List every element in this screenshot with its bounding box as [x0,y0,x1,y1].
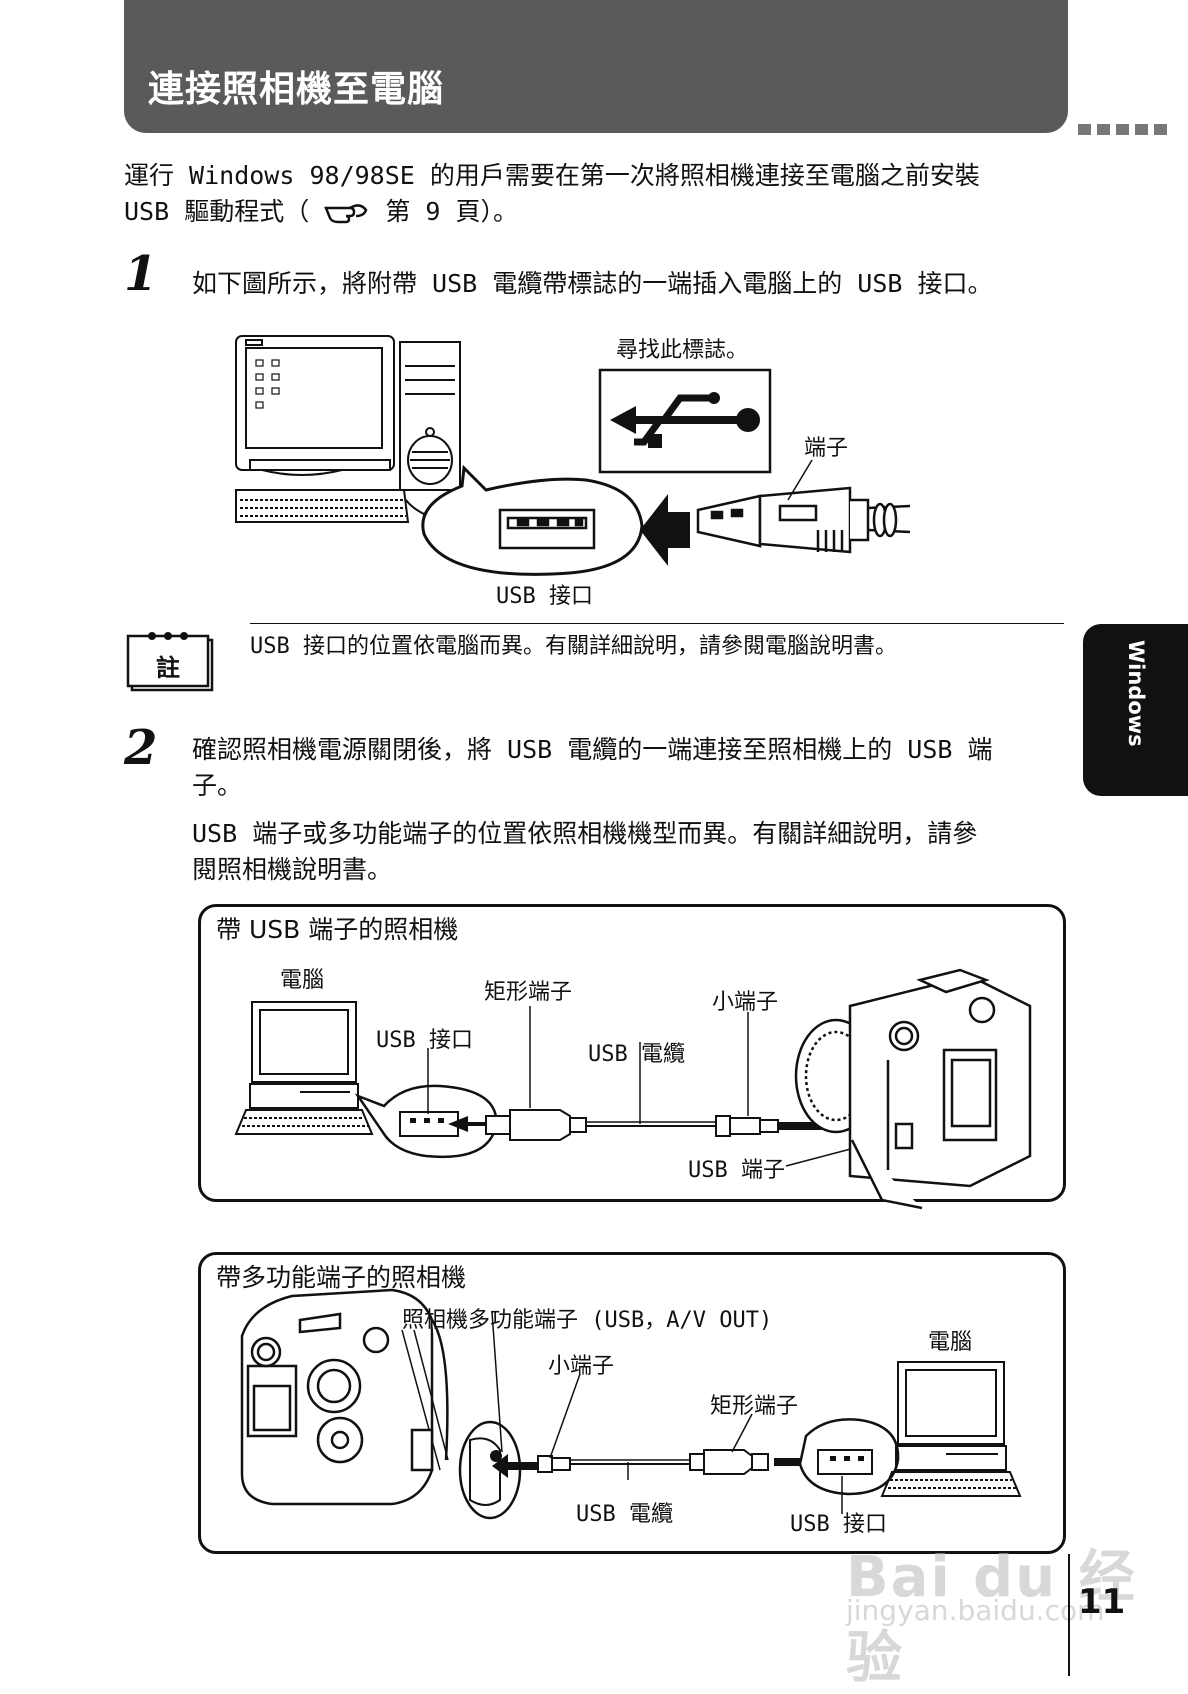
page-number: 11 [1078,1582,1126,1622]
intro-line-2-suffix: 第 9 頁）。 [385,197,518,226]
step-2-text-line-2: 子。 [192,771,243,800]
box-2-label-multi-terminal: 照相機多功能端子 (USB，A/V OUT) [402,1308,773,1333]
note-icon [126,632,214,692]
note-icon-label: 註 [156,654,180,682]
step-2-sub-line-2: 閱照相機說明書。 [192,855,393,884]
box-2-label-usb-port: USB 接口 [790,1512,887,1537]
box-1-label-usb-port: USB 接口 [376,1028,473,1053]
box-1-label-rect-terminal: 矩形端子 [484,980,573,1005]
usb-plug [696,486,911,554]
box-2-label-usb-cable: USB 電纜 [576,1502,673,1527]
side-tab-label: Windows [1124,640,1148,747]
intro-line-1: 運行 Windows 98/98SE 的用戶需要在第一次將照相機連接至電腦之前安… [124,161,980,190]
box-1-label-pc: 電腦 [280,968,325,993]
label-usb-port: USB 接口 [496,584,593,609]
header-bar [124,0,1068,133]
label-terminal: 端子 [804,436,849,461]
box-1-label-usb-cable: USB 電纜 [588,1042,685,1067]
intro-line-2-prefix: USB 驅動程式（ [124,197,310,226]
step-2-text-line-1: 確認照相機電源關閉後，將 USB 電纜的一端連接至照相機上的 USB 端 [192,735,993,764]
intro-line-2: USB 驅動程式（ 第 9 頁）。 [124,194,518,230]
header-dots [1078,120,1188,135]
camera-2-icon [240,1288,449,1506]
pc-tower [399,341,461,491]
page-title: 連接照相機至電腦 [148,69,445,110]
box-1-label-small-terminal: 小端子 [712,990,779,1015]
box-1-title: 帶 USB 端子的照相機 [216,915,459,944]
box-multi-terminal-camera [198,1252,1066,1554]
box-1-label-usb-terminal: USB 端子 [688,1158,785,1183]
insert-arrow [640,494,690,566]
box-2-label-pc: 電腦 [928,1330,973,1355]
box-2-title: 帶多功能端子的照相機 [216,1263,467,1292]
footer-divider [1068,1554,1070,1676]
step-2-number: 2 [124,720,158,776]
pc-monitor [235,335,395,476]
box-usb-terminal-camera [198,904,1066,1202]
camera-1-icon [794,968,1032,1210]
side-tab [1083,624,1188,796]
watermark-url: jingyan.baidu.com [846,1594,1105,1627]
box-2-label-rect-terminal: 矩形端子 [710,1394,799,1419]
step-2-sub-line-1: USB 端子或多功能端子的位置依照相機機型而異。有關詳細說明，請參 [192,819,978,848]
label-find-logo: 尋找此標誌。 [616,338,749,363]
note-text: USB 接口的位置依電腦而異。有關詳細說明，請參閱電腦說明書。 [250,634,897,659]
box-2-label-small-terminal: 小端子 [548,1354,615,1379]
pointing-hand-icon [324,204,368,224]
desktop-icons [255,359,280,409]
usb-port-icon [498,508,596,550]
note-divider [250,623,1064,624]
usb-logo-box [598,368,772,474]
step-1-number: 1 [124,246,158,302]
step-1-text: 如下圖所示，將附帶 USB 電纜帶標誌的一端插入電腦上的 USB 接口。 [192,269,993,298]
